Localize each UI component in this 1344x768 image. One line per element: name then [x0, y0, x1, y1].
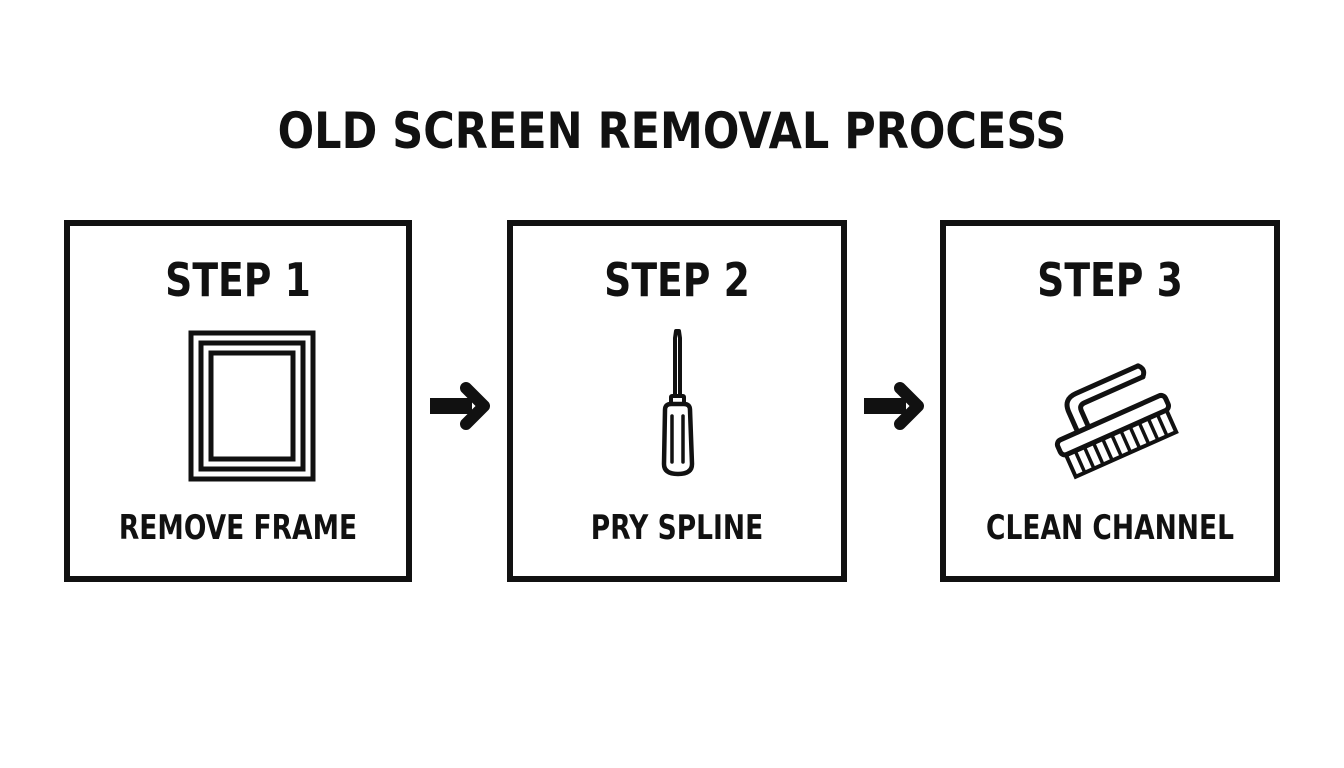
- screwdriver-icon: [661, 329, 695, 477]
- step-3-label: CLEAN CHANNEL: [985, 508, 1235, 548]
- step-2-heading: STEP 2: [604, 253, 750, 307]
- step-1-box: STEP 1 REMOVE FRAME: [64, 220, 412, 582]
- scrub-brush-icon: [1054, 363, 1179, 480]
- step-3-heading: STEP 3: [1037, 253, 1183, 307]
- step-1-label: REMOVE FRAME: [118, 508, 358, 548]
- step-1-heading: STEP 1: [165, 253, 311, 307]
- arrow-right-icon: [864, 382, 924, 430]
- arrow-right-icon: [430, 382, 490, 430]
- page-title: OLD SCREEN REMOVAL PROCESS: [277, 102, 1067, 160]
- step-3-box: STEP 3 CLEAN CHANNEL: [940, 220, 1280, 582]
- frame-icon: [188, 330, 316, 482]
- step-2-box: STEP 2 PRY SPLINE: [507, 220, 847, 582]
- step-2-label: PRY SPLINE: [590, 508, 764, 548]
